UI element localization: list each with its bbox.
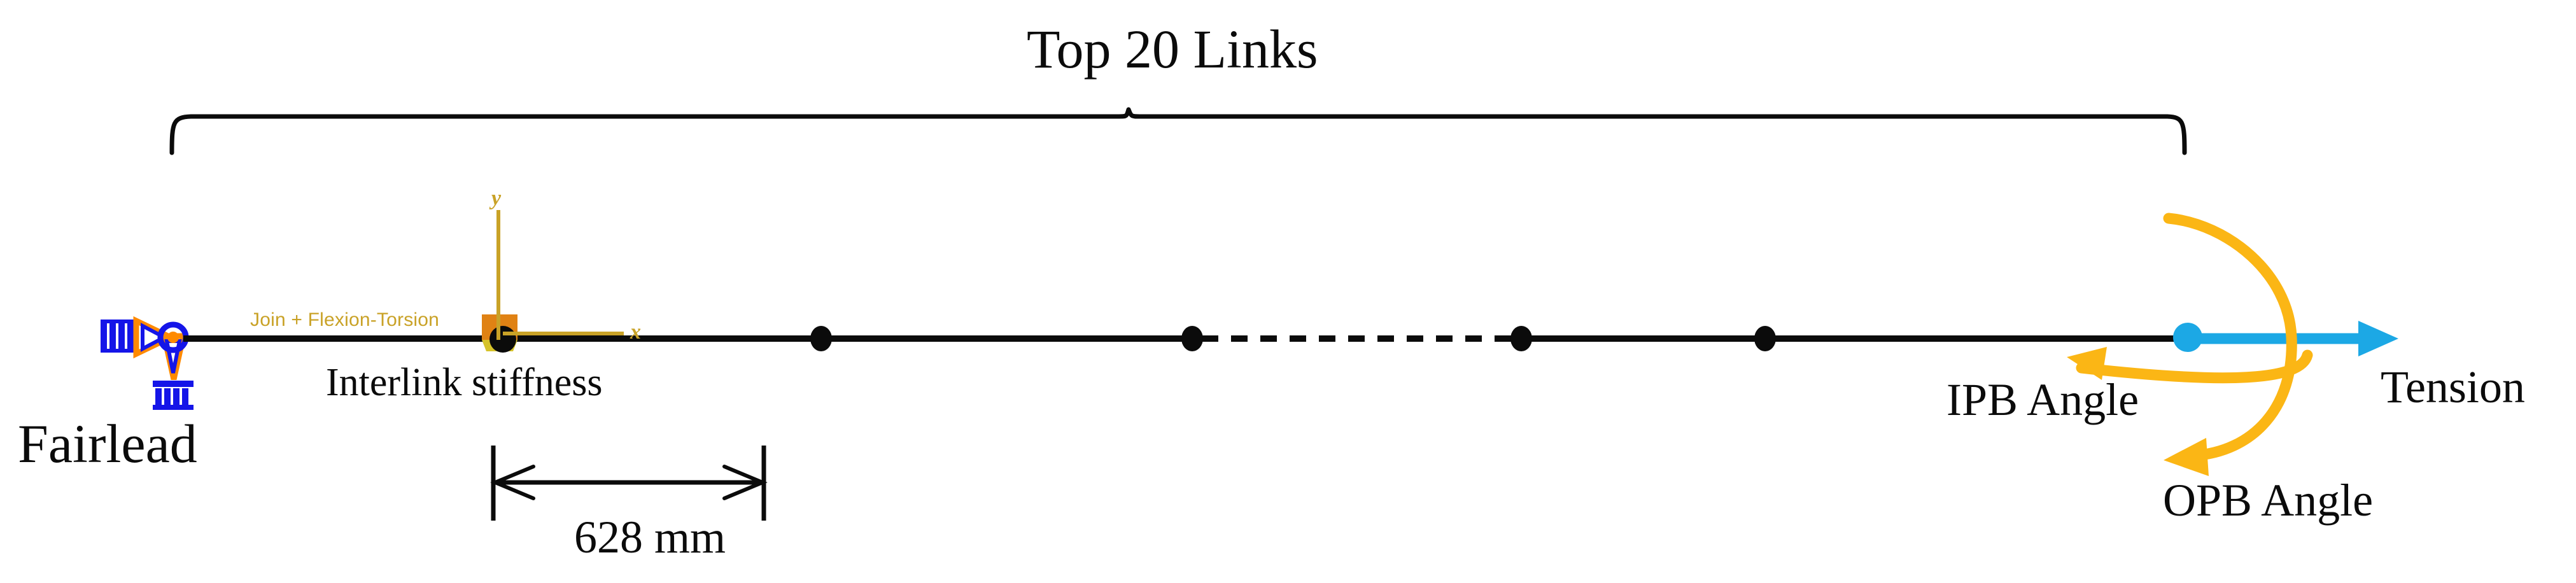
tension-node [2173,323,2202,352]
dimension-value-label: 628 mm [574,512,726,563]
fairlead-label: Fairlead [18,413,197,474]
opb-angle-arc [2163,213,2297,476]
dimension-628mm [490,446,768,521]
ipb-angle-label: IPB Angle [1946,374,2139,425]
opb-angle-label: OPB Angle [2163,475,2374,526]
chain-node [1510,326,1532,351]
coordinate-triad [496,210,624,340]
tension-arrow [2173,321,2398,356]
axis-y-label: y [491,186,502,210]
chain-nodes [810,326,1776,351]
fairlead-constraint-icon [101,316,194,410]
chain-node [1181,326,1203,351]
ipb-angle-arc [2067,347,2313,384]
joint-annotation-label: Join + Flexion-Torsion [250,309,440,330]
chain-node [810,326,832,351]
axis-x-label: x [630,320,641,344]
interlink-stiffness-label: Interlink stiffness [326,361,603,404]
top-brace-label: Top 20 Links [1027,18,1318,80]
top-brace [169,107,2187,155]
chain-node [1754,326,1776,351]
tension-label: Tension [2381,362,2525,412]
